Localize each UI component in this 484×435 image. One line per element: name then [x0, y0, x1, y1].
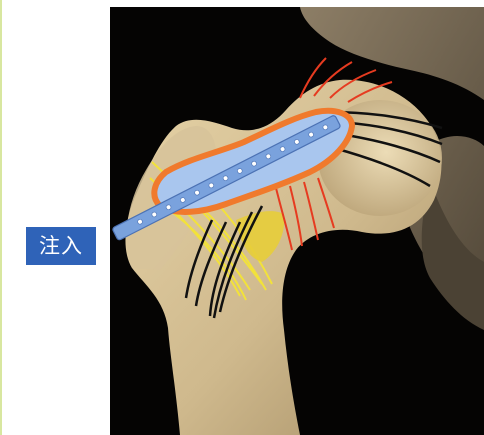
injection-label: 注入: [26, 227, 96, 265]
